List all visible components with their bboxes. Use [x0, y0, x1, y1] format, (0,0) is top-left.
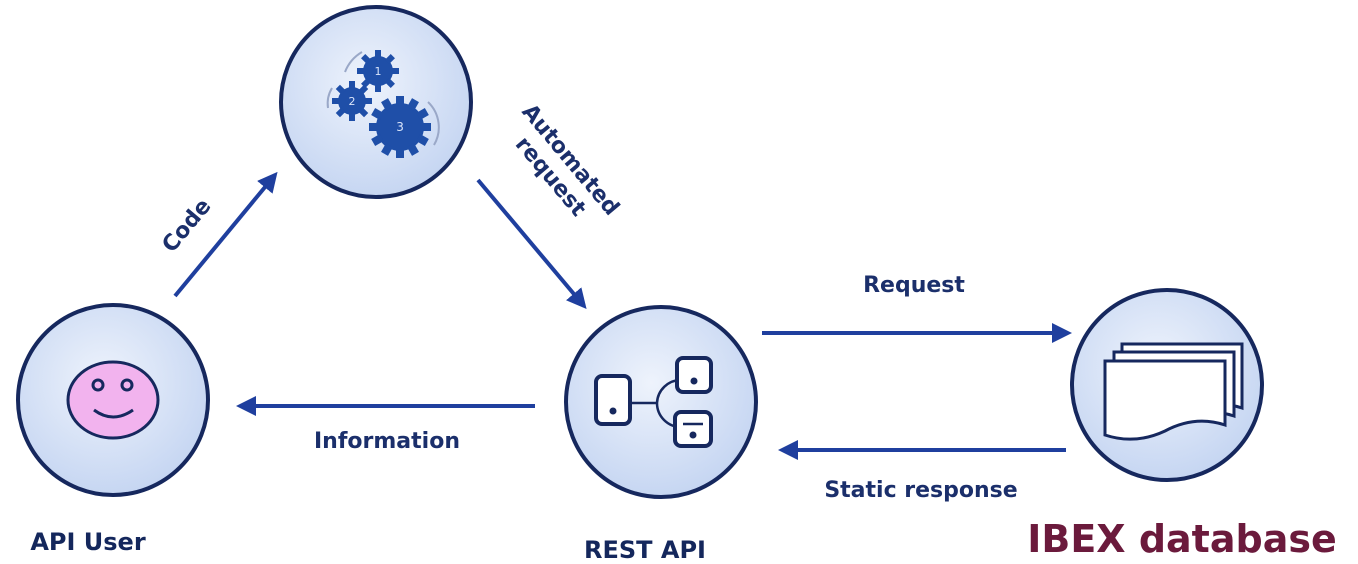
rest-api-node — [564, 305, 758, 499]
code-process-node: 1 2 — [279, 5, 473, 199]
smiley-face-icon — [66, 360, 160, 440]
static-response-edge-label: Static response — [824, 478, 1017, 503]
gear-step-2: 2 — [349, 95, 356, 108]
api-user-node — [16, 303, 210, 497]
gear-step-1: 1 — [375, 65, 382, 78]
api-user-title: API User — [30, 528, 146, 556]
server-icon — [594, 356, 713, 448]
automated-request-arrow — [476, 178, 587, 310]
database-node — [1070, 288, 1264, 482]
gear-step-3: 3 — [396, 120, 404, 134]
request-edge-label: Request — [863, 273, 965, 298]
automated-request-edge-label: Automated request — [510, 99, 624, 221]
stacked-documents-icon — [1103, 342, 1244, 441]
code-arrow — [173, 171, 278, 298]
information-edge-label: Information — [314, 429, 460, 454]
rest-api-title: REST API — [584, 536, 706, 564]
gear-icon: 1 2 — [326, 50, 440, 158]
code-edge-label: Code — [158, 194, 217, 258]
database-title: IBEX database — [1027, 517, 1336, 561]
